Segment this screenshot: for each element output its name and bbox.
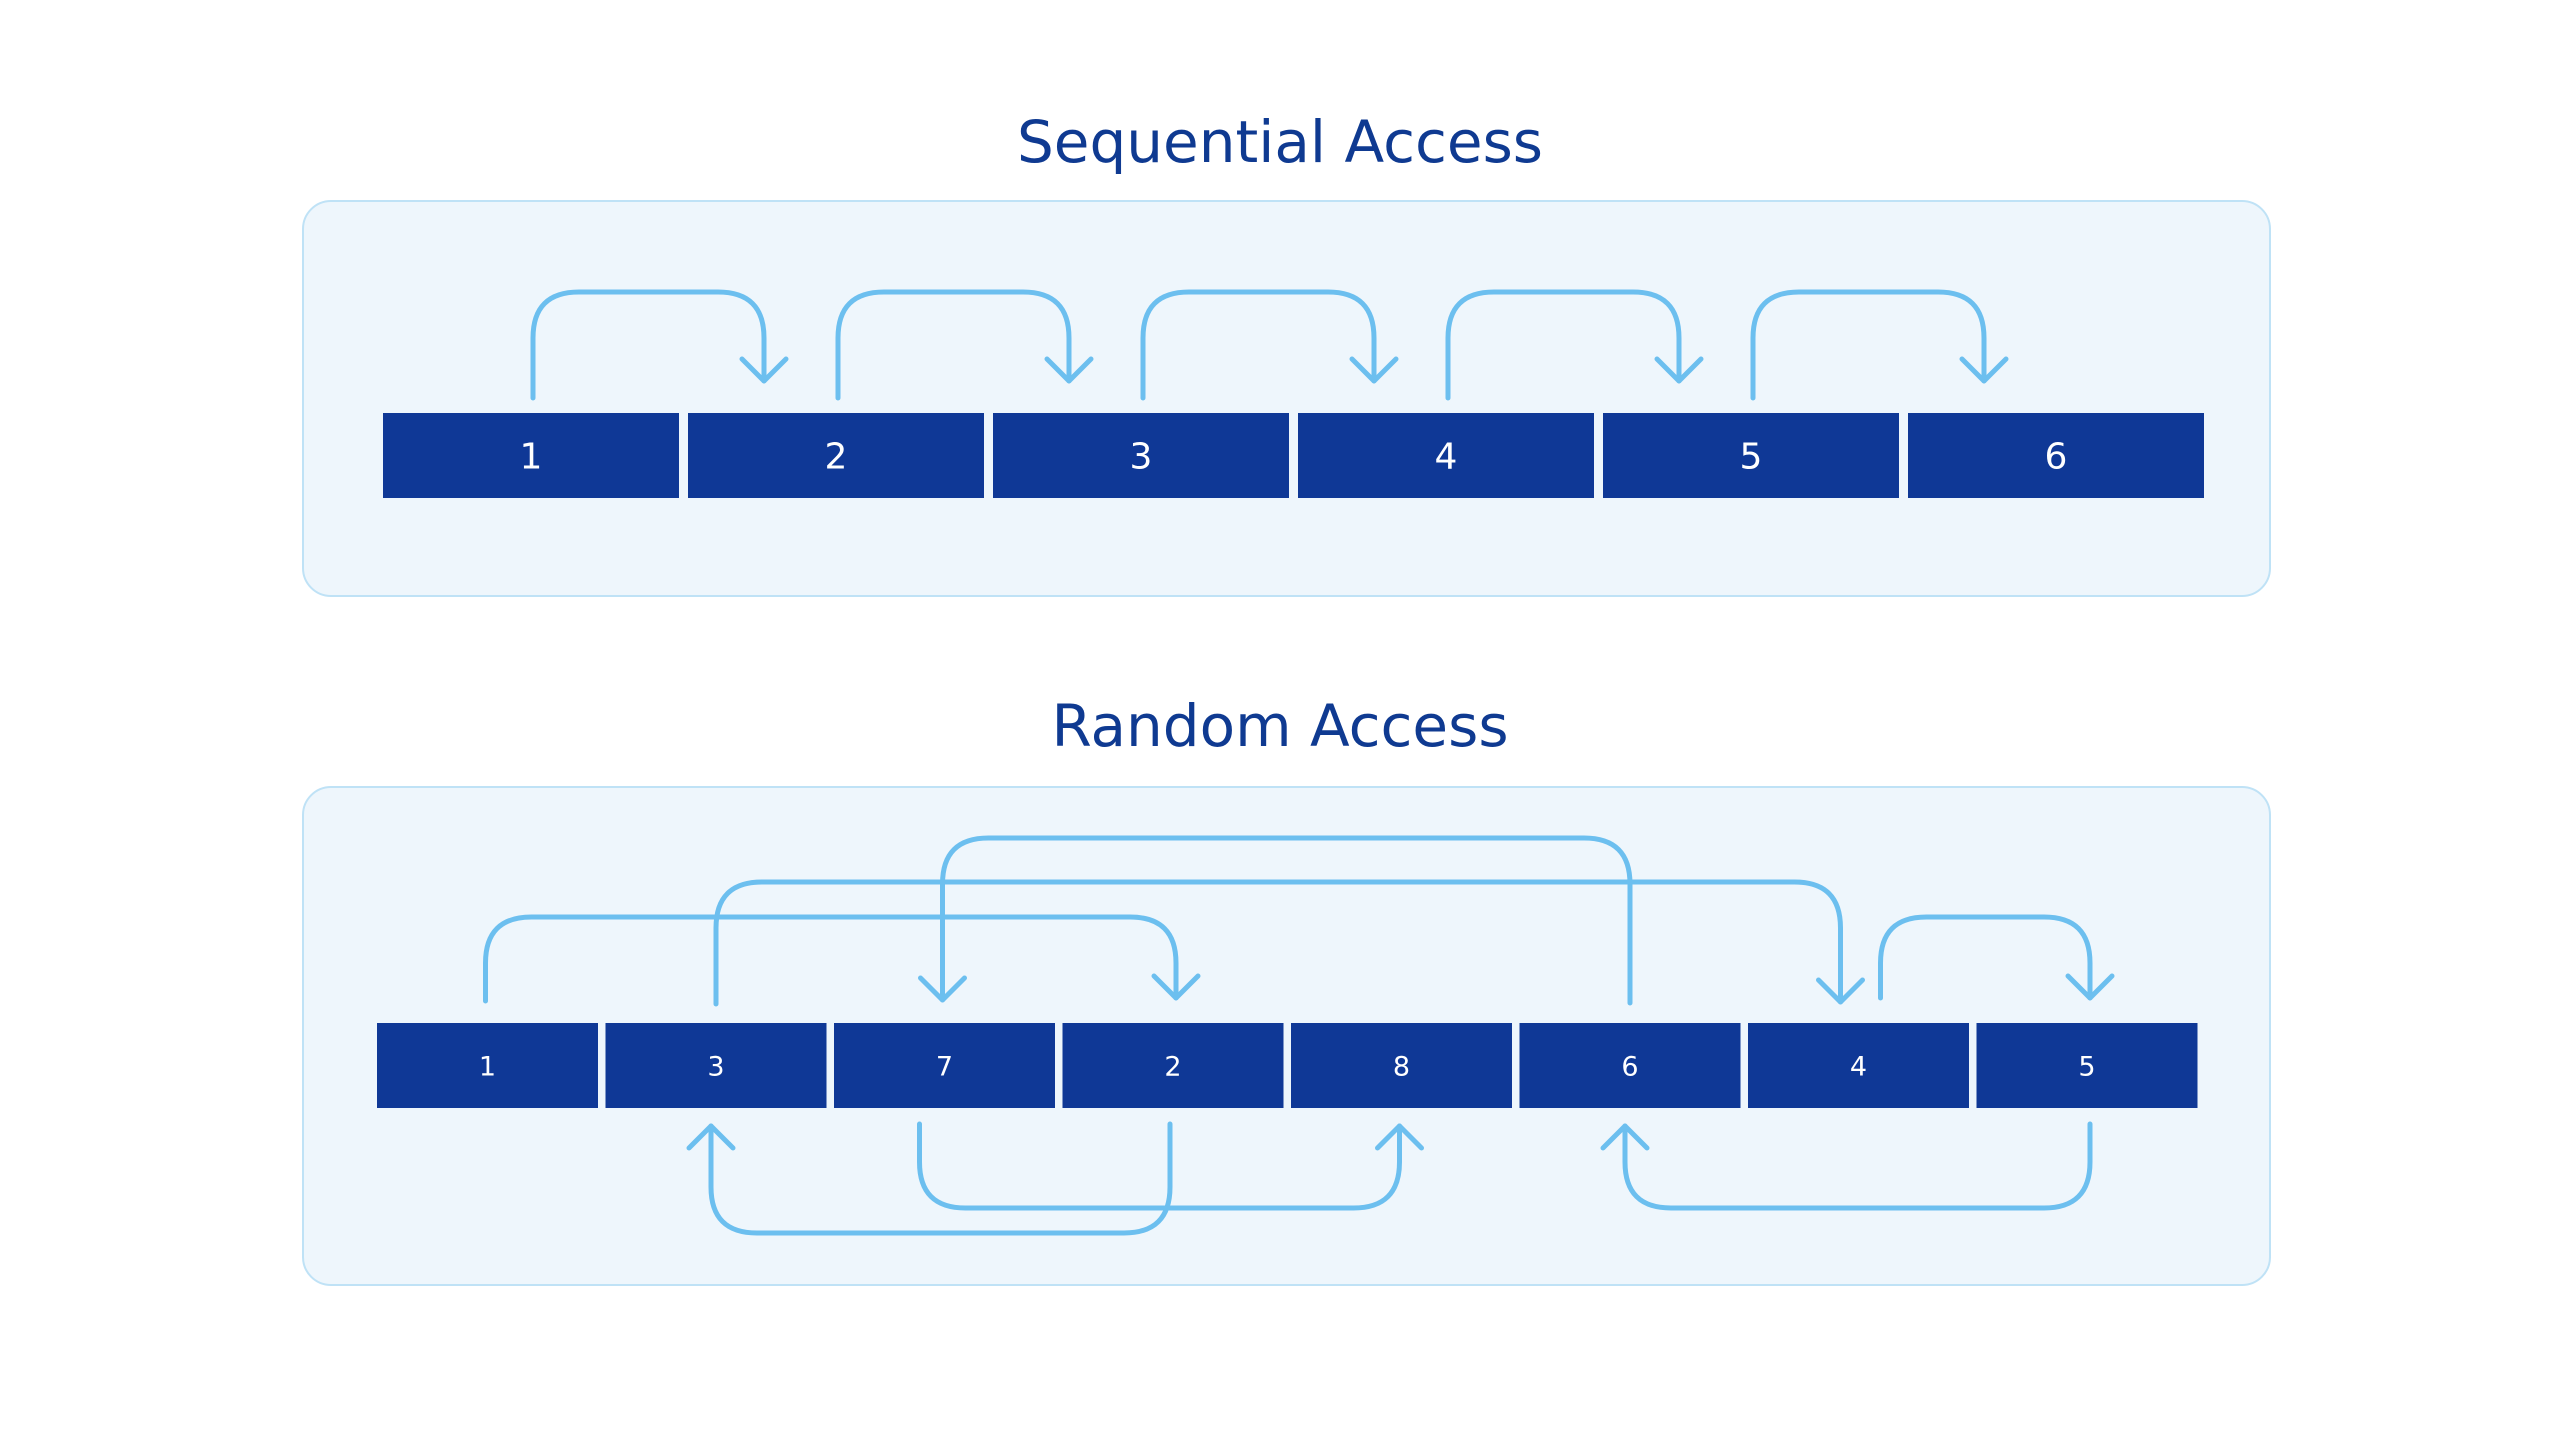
sequential-arrow-5 — [1750, 289, 1987, 401]
random-arrow-3-to-4-head — [1816, 977, 1865, 1005]
random-arrow-2-to-3-head — [686, 1123, 736, 1151]
random-cell-label: 4 — [1850, 1052, 1867, 1083]
random-section: Random Access 1 3 7 2 8 6 4 5 — [302, 692, 2271, 1286]
random-cell-label: 5 — [2078, 1052, 2095, 1083]
sequential-arrow-2 — [835, 289, 1072, 401]
random-cell-6 — [1519, 1023, 1741, 1108]
random-arrow-5-to-6 — [1622, 1121, 2093, 1211]
sequential-arrow-4 — [1445, 289, 1682, 401]
random-panel — [302, 786, 2271, 1286]
sequential-cells: 1 2 3 4 5 6 — [383, 413, 2204, 498]
sequential-cell-label: 4 — [1435, 437, 1458, 478]
sequential-arrow-1-head — [739, 356, 789, 384]
random-arrow-7-to-8-head — [1375, 1123, 1424, 1151]
random-cell-7 — [1748, 1023, 1969, 1108]
sequential-cell-2 — [688, 413, 984, 498]
random-arrow-4-to-5-head — [2065, 973, 2115, 1001]
random-cell-1 — [377, 1023, 598, 1108]
random-cell-label: 2 — [1164, 1052, 1181, 1083]
sequential-cell-6 — [1908, 413, 2204, 498]
random-arrow-1-to-2-head — [1151, 973, 1201, 1001]
random-arrow-7-to-8 — [917, 1121, 1402, 1211]
sequential-cell-label: 3 — [1130, 437, 1153, 478]
sequential-arrow-3-head — [1349, 356, 1399, 384]
random-cell-8 — [1976, 1023, 2198, 1108]
random-title: Random Access — [1051, 692, 1508, 760]
random-cell-5 — [1291, 1023, 1512, 1108]
random-cells: 1 3 7 2 8 6 4 5 — [377, 1023, 2198, 1108]
random-arrows — [483, 835, 2115, 1236]
sequential-cell-1 — [383, 413, 679, 498]
random-cell-label: 6 — [1621, 1052, 1638, 1083]
random-arrow-3-to-4 — [713, 879, 1843, 1007]
random-arrow-5-to-6-head — [1600, 1123, 1650, 1151]
sequential-arrow-2-head — [1044, 356, 1094, 384]
random-cell-label: 7 — [936, 1052, 953, 1083]
sequential-arrow-1 — [530, 289, 767, 401]
sequential-arrow-4-head — [1654, 356, 1704, 384]
sequential-section: Sequential Access 1 2 3 4 5 6 — [302, 108, 2271, 597]
random-cell-4 — [1062, 1023, 1284, 1108]
sequential-arrows — [530, 289, 2009, 401]
random-cell-label: 3 — [707, 1052, 724, 1083]
random-cell-label: 8 — [1393, 1052, 1410, 1083]
random-arrow-4-to-5 — [1878, 914, 2093, 1001]
random-arrow-6-to-7-head — [918, 975, 967, 1003]
sequential-cell-5 — [1603, 413, 1899, 498]
sequential-title: Sequential Access — [1017, 108, 1543, 176]
random-arrow-6-to-7 — [940, 835, 1633, 1006]
random-arrow-1-to-2 — [483, 914, 1179, 1004]
random-cell-label: 1 — [479, 1052, 496, 1083]
sequential-cell-label: 1 — [520, 437, 543, 478]
sequential-cell-label: 6 — [2045, 437, 2068, 478]
random-cell-3 — [834, 1023, 1055, 1108]
sequential-cell-label: 5 — [1740, 437, 1763, 478]
sequential-arrow-3 — [1140, 289, 1377, 401]
sequential-panel — [302, 200, 2271, 597]
sequential-cell-3 — [993, 413, 1289, 498]
random-cell-2 — [605, 1023, 827, 1108]
sequential-cell-label: 2 — [825, 437, 848, 478]
sequential-cell-4 — [1298, 413, 1594, 498]
sequential-arrow-5-head — [1959, 356, 2009, 384]
